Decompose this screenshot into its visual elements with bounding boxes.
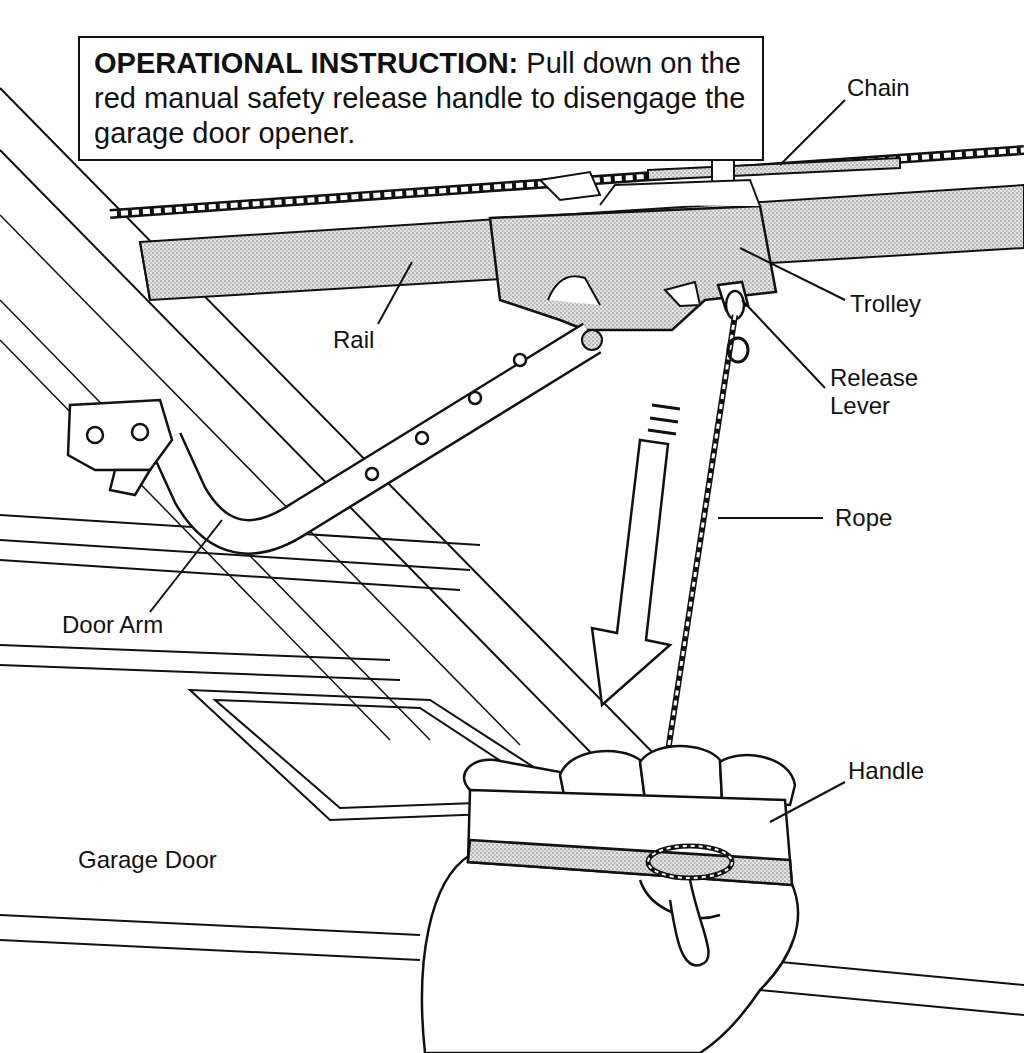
door-bracket [68,400,172,495]
rope [662,315,748,790]
trolley [490,180,776,330]
part-label: Trolley [850,290,970,318]
release-handle [468,790,792,885]
part-label: Rope [835,504,955,532]
leader-lines [150,100,845,822]
instruction-heading: OPERATIONAL INSTRUCTION: [94,47,518,79]
pull-arrow [592,405,680,705]
part-label: Door Arm [62,611,222,639]
part-label: Chain [847,74,967,102]
hand [422,746,798,1053]
door-beam [0,88,660,762]
part-label: Garage Door [78,846,278,874]
door-arm [165,330,602,537]
part-label: Handle [848,757,968,785]
instruction-box: OPERATIONAL INSTRUCTION: Pull down on th… [78,36,764,161]
part-label: Rail [333,326,413,354]
part-label: Release Lever [830,364,940,420]
